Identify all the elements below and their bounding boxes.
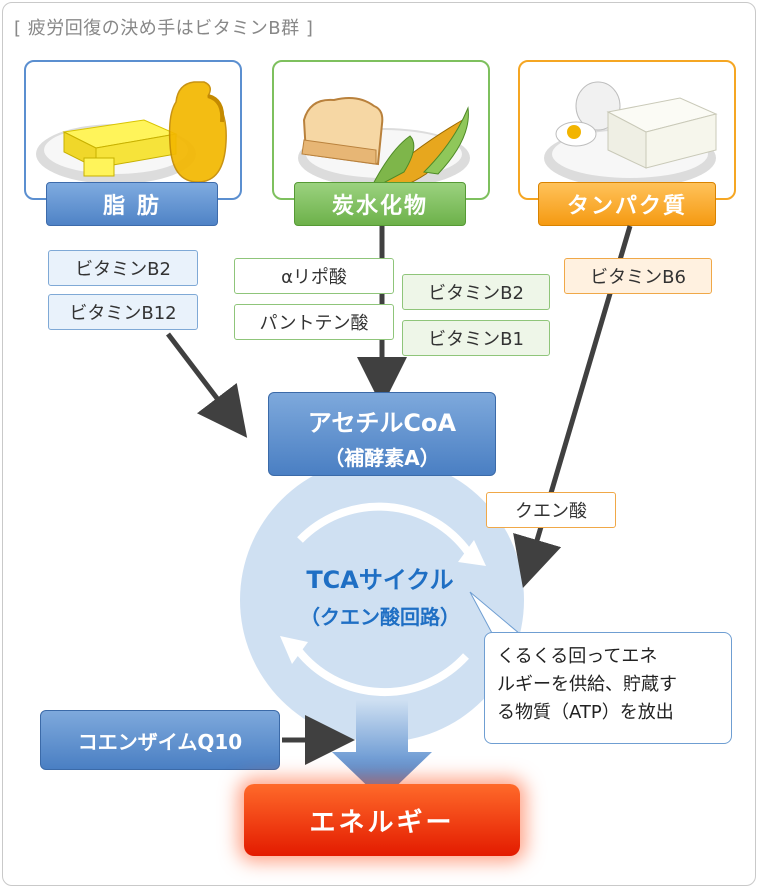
energy-down-arrow [332,700,432,800]
energy-box: エネルギー [244,784,520,856]
fat-vitamin-tag: ビタミンB2 [48,250,198,286]
bubble-line: ルギーを供給、貯蔵す [497,674,677,695]
fat-category-label: 脂 肪 [46,182,218,226]
protein-category-label: タンパク質 [538,182,716,226]
egg-tofu-illustration [544,81,718,188]
protein-vitamin-tag: ビタミンB6 [564,258,712,294]
bubble-line: くるくる回ってエネ [497,646,658,667]
acetyl-coa-subtitle: （補酵素A） [324,446,440,470]
tca-cycle-title: TCAサイクル [306,566,454,594]
coenzyme-q10-box: コエンザイムQ10 [40,710,280,770]
carb-nutrient-tag: αリポ酸 [234,258,394,294]
carb-category-label: 炭水化物 [294,182,466,226]
fat-vitamin-tag: ビタミンB12 [48,294,198,330]
carb-food-card [272,60,490,200]
bread-corn-illustration [298,97,470,192]
carb-vitamin-tag: ビタミンB2 [402,274,550,310]
acetyl-coa-title: アセチルCoA [307,409,457,437]
diagram-heading: [ 疲労回復の決め手はビタミンB群 ] [14,18,314,39]
protein-food-card [518,60,736,200]
fat-food-card [24,60,242,200]
tca-cycle-label: TCAサイクル （クエン酸回路） [250,560,510,630]
tca-explanation-bubble: くるくる回ってエネ ルギーを供給、貯蔵す る物質（ATP）を放出 [484,632,732,744]
carb-vitamin-tag: ビタミンB1 [402,320,550,356]
acetyl-coa-box: アセチルCoA （補酵素A） [268,392,496,476]
tca-cycle-subtitle: （クエン酸回路） [300,605,460,629]
citric-acid-tag: クエン酸 [486,492,616,528]
carb-nutrient-tag: パントテン酸 [234,304,394,340]
bubble-line: る物質（ATP）を放出 [497,702,674,723]
butter-oil-illustration [36,81,227,184]
